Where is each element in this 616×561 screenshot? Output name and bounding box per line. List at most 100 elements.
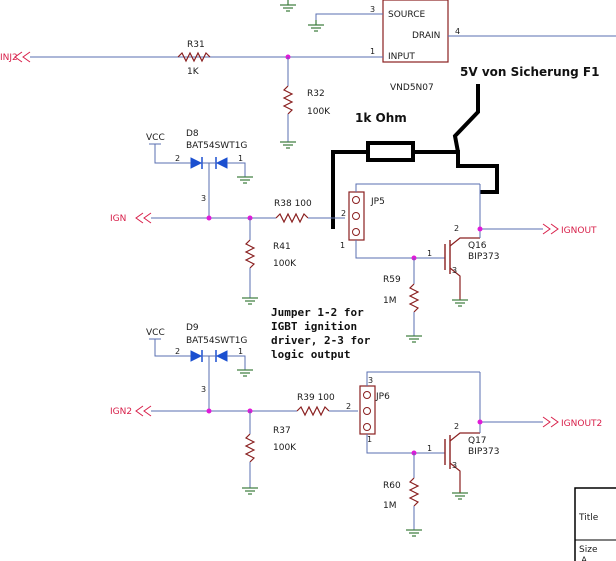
annotation-supply: 5V von Sicherung F1 [460,65,599,79]
title-label: Title [578,513,599,523]
diode-d8: D8 BAT54SWT1G 2 1 3 [175,129,247,218]
diode-d9: D9 BAT54SWT1G 2 1 3 [175,323,247,411]
jp5-ref: JP5 [370,197,385,207]
vcc2: VCC [146,328,182,357]
d8-ref: D8 [186,129,199,139]
d9-ref: D9 [186,323,199,333]
ground-symbol-q16 [451,299,469,307]
vcc2-label: VCC [146,328,165,338]
net-ignout2: IGNOUT2 [542,416,602,429]
ic-input-label: INPUT [388,52,415,62]
q16-pin3: 3 [452,266,457,275]
ic-pin1: 1 [370,47,375,56]
r59-ref: R59 [383,275,401,285]
ground-symbol-d9 [236,369,254,377]
q17-pin2: 2 [454,422,459,431]
jp6-pin3: 3 [368,376,373,385]
size-label: Size [579,545,598,555]
d8-pin2: 2 [175,154,180,163]
q16-ref: Q16 [468,241,487,251]
annotation-resistor: 1k Ohm [355,111,407,125]
r41-value: 100K [273,259,297,269]
r31-ref: R31 [187,40,205,50]
r37-ref: R37 [273,426,291,436]
ic-vnd5n07: SOURCE DRAIN INPUT VND5N07 3 4 1 [370,0,460,93]
junction-ignout [477,226,483,232]
note-line-4: logic output [271,348,350,361]
resistor-r38: R38 100 [274,199,345,224]
note-line-2: IGBT ignition [271,320,357,333]
jp5-pin2: 2 [341,209,346,218]
ground-symbol-r41 [241,297,259,305]
q17-part: BIP373 [468,447,499,457]
r38-ref: R38 100 [274,199,312,209]
ground-symbol-d8 [236,176,254,184]
net-ign2: IGN2 [110,405,152,417]
ic-source-label: SOURCE [388,10,425,20]
ground-symbol-r37 [241,487,259,495]
r31-value: 1K [187,67,200,77]
r41-ref: R41 [273,242,291,252]
hand-drawn-resistor-wire [331,84,499,229]
ground-symbol-top [279,0,297,12]
d8-pin1: 1 [238,154,243,163]
net-ignout: IGNOUT [542,223,597,236]
ic-pin3: 3 [370,5,375,14]
resistor-r31: R31 1K [177,40,211,77]
ic-drain-label: DRAIN [412,31,440,41]
jumper-jp5: JP5 2 1 [340,183,480,259]
transistor-q16: Q16 BIP373 1 2 3 [427,224,499,300]
resistor-r37: R37 100K [244,411,297,488]
d9-pin2: 2 [175,347,180,356]
resistor-r39: R39 100 [296,393,358,417]
ground-symbol-q17 [451,492,469,500]
net-ign: IGN [110,212,152,224]
d9-pin3: 3 [201,385,206,394]
d8-pin3: 3 [201,194,206,203]
q16-part: BIP373 [468,252,499,262]
size-value: A [581,556,588,561]
vcc1-label: VCC [146,133,165,143]
ic-wires [30,13,616,58]
junction-ign-a [206,215,212,221]
transistor-q17: Q17 BIP373 1 2 3 [427,422,499,493]
ground-symbol-r32 [279,141,297,149]
r60-value: 1M [383,501,397,511]
net-inj2: INJ2 [0,51,31,63]
d8-part: BAT54SWT1G [186,141,247,151]
note-line-3: driver, 2-3 for [271,334,371,347]
jp6-pin2: 2 [346,402,351,411]
r59-value: 1M [383,296,397,306]
q17-ref: Q17 [468,436,487,446]
net-inj2-label: INJ2 [0,53,18,63]
resistor-r59: R59 1M [383,258,420,336]
jumper-jp6: JP6 2 3 1 [346,371,480,454]
vcc1: VCC [146,133,182,164]
q17-pin1: 1 [427,444,432,453]
junction-ignout2 [477,419,483,425]
q16-pin2: 2 [454,224,459,233]
jp5-pin1: 1 [340,241,345,250]
resistor-r32: R32 100K [282,57,331,142]
net-ignout-label: IGNOUT [561,226,597,236]
q16-pin1: 1 [427,249,432,258]
note-line-1: Jumper 1-2 for [271,306,364,319]
junction-ign2-a [206,408,212,414]
ground-symbol-r59 [405,335,423,343]
q17-pin3: 3 [452,461,457,470]
r32-value: 100K [307,107,331,117]
net-ign2-label: IGN2 [110,407,132,417]
title-block: Title Size A [574,487,616,561]
d9-part: BAT54SWT1G [186,336,247,346]
r39-ref: R39 100 [297,393,335,403]
net-ignout2-label: IGNOUT2 [561,419,602,429]
jp6-ref: JP6 [375,392,390,402]
jumper-note: Jumper 1-2 for IGBT ignition driver, 2-3… [271,306,371,361]
d9-pin1: 1 [238,347,243,356]
r60-ref: R60 [383,481,401,491]
r32-ref: R32 [307,89,325,99]
ic-pin4: 4 [455,27,460,36]
resistor-r60: R60 1M [383,453,420,530]
resistor-r41: R41 100K [244,218,297,298]
